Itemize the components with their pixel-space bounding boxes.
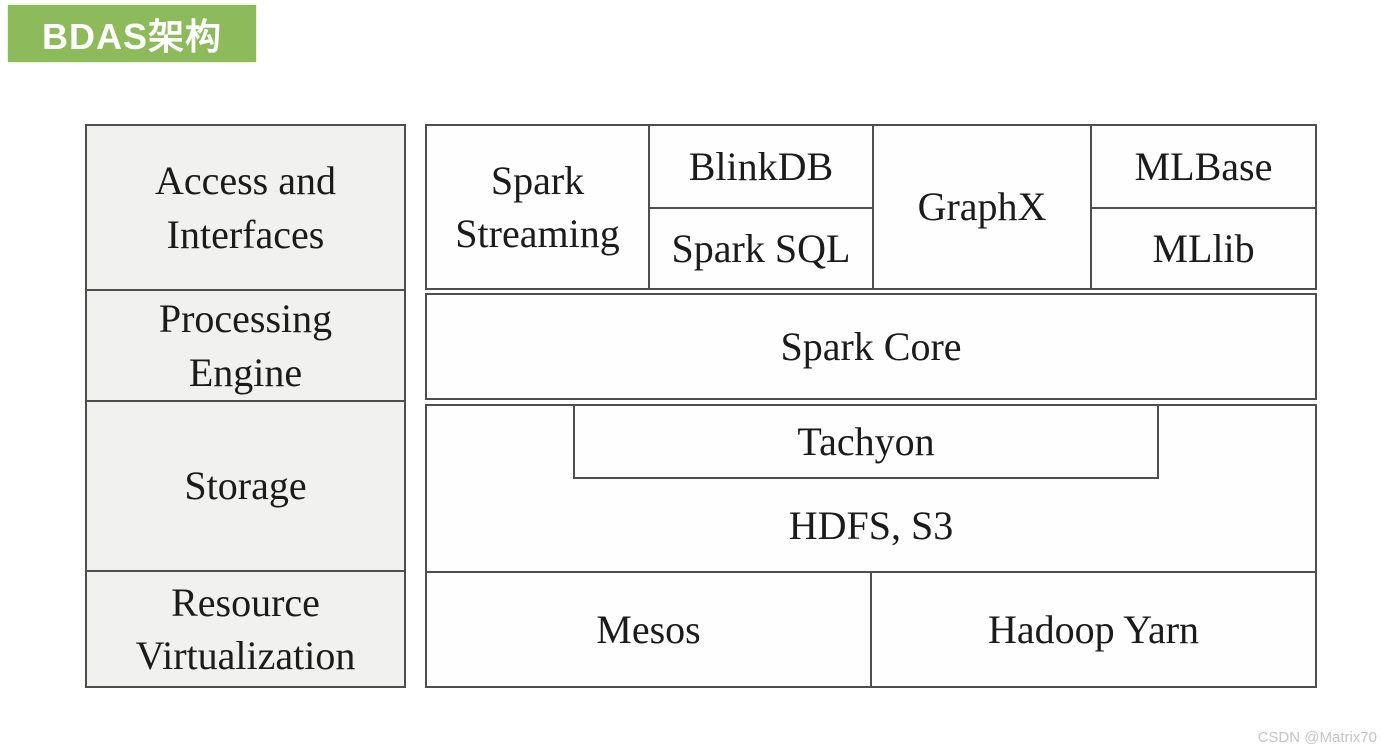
- component-spark-sql: Spark SQL: [648, 207, 874, 290]
- component-mesos: Mesos: [425, 571, 872, 688]
- layer-label-storage: Storage: [85, 400, 406, 572]
- component-tachyon: Tachyon: [573, 404, 1159, 479]
- layer-label-resource-virtualization: Resource Virtualization: [85, 570, 406, 688]
- csdn-watermark: CSDN @Matrix70: [1257, 729, 1377, 746]
- component-graphx: GraphX: [872, 124, 1092, 290]
- component-hadoop-yarn: Hadoop Yarn: [870, 571, 1317, 688]
- component-hdfs-s3: HDFS, S3: [788, 503, 954, 549]
- component-spark-streaming: Spark Streaming: [425, 124, 650, 290]
- layer-label-access-and-interfaces: Access and Interfaces: [85, 124, 406, 291]
- component-mllib: MLlib: [1090, 207, 1317, 290]
- component-mlbase: MLBase: [1090, 124, 1317, 209]
- component-blinkdb: BlinkDB: [648, 124, 874, 209]
- title-badge: BDAS架构: [8, 5, 256, 62]
- component-spark-core: Spark Core: [425, 293, 1317, 400]
- layer-label-processing-engine: Processing Engine: [85, 289, 406, 402]
